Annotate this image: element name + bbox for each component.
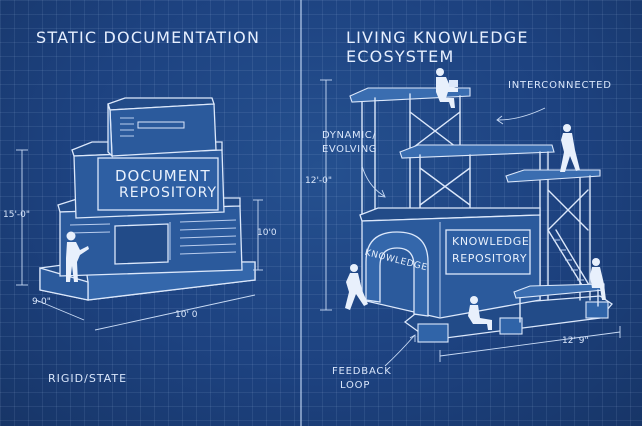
left-width-dimension: 9-0" [32,297,51,307]
left-bottom-dimension: 10' 0 [175,310,198,320]
right-dimension-lines [320,79,621,362]
static-repository-drawing [16,97,263,331]
person-walking [560,124,580,172]
person-static [66,231,89,282]
person-running [345,264,368,310]
static-documentation-title: STATIC DOCUMENTATION [36,28,261,47]
evolving-label: EVOLVING [322,144,378,155]
person-sitting-right [590,258,606,300]
dynamic-label: DYNAMIC/ [322,130,377,141]
knowledge-sign-line2: REPOSITORY [452,252,528,265]
person-sitting-front [468,296,492,330]
knowledge-arch [365,231,429,317]
arch-knowledge-label: KNOWLEDGE [363,248,429,274]
feedback-label: FEEDBACK [332,366,392,377]
bench-deck [513,283,605,323]
document-sign-line2: REPOSITORY [119,185,218,201]
panel-divider [300,0,302,426]
dimension-lines [16,149,263,331]
left-right-dimension: 10'0 [257,228,277,238]
stairs [547,229,593,291]
rigid-state-caption: RIGID/STATE [48,372,128,385]
top-block [107,97,217,158]
right-bottom-dimension: 12' 9" [562,336,589,346]
living-ecosystem-title: LIVING KNOWLEDGE ECOSYSTEM [346,28,529,66]
loop-label: LOOP [340,380,371,391]
person-top-reading [436,68,458,108]
middle-deck [399,144,555,301]
knowledge-sign-line1: KNOWLEDGE [452,235,530,248]
interconnected-label: INTERCONNECTED [508,80,612,91]
left-height-dimension: 15'-0" [3,210,31,220]
right-height-dimension: 12'-0" [305,176,333,186]
document-sign-line1: DOCUMENT [115,167,211,185]
